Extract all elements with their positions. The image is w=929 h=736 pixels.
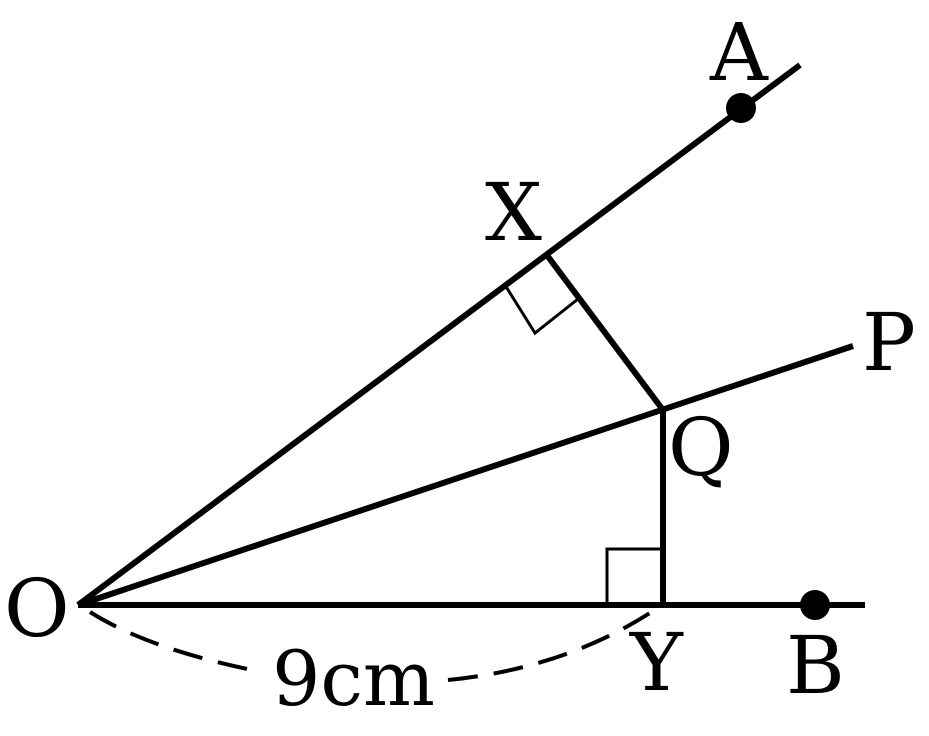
- label-B: B: [786, 619, 845, 712]
- ray-OP: [77, 343, 854, 608]
- label-A: A: [709, 6, 769, 99]
- segment-QX: [543, 252, 666, 412]
- label-Q: Q: [668, 401, 734, 494]
- ray-OA: [76, 62, 802, 608]
- point-A: [726, 93, 756, 123]
- measurement-arc-left: [88, 610, 263, 674]
- label-Y: Y: [629, 616, 684, 709]
- right-angle-marker-X: [503, 284, 579, 336]
- right-angle-marker-Y: [605, 547, 663, 605]
- label-P: P: [862, 296, 916, 389]
- point-B: [800, 590, 830, 620]
- label-O: O: [4, 562, 70, 655]
- label-X: X: [485, 166, 542, 259]
- measurement-arc-right: [447, 603, 664, 682]
- measurement-label: 9cm: [272, 634, 435, 723]
